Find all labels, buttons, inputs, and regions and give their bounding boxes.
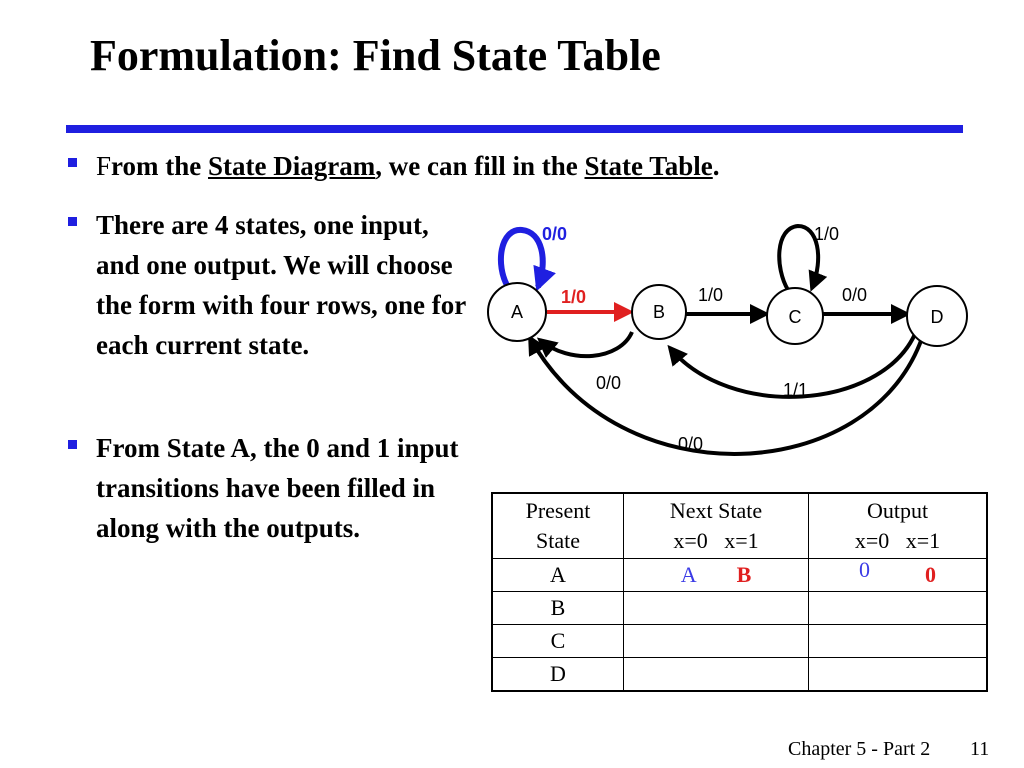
bullet-square-icon xyxy=(68,440,77,449)
label-b-to-a: 0/0 xyxy=(596,373,621,393)
label-c-self: 1/0 xyxy=(814,224,839,244)
state-c: C xyxy=(766,287,824,345)
state-d-label: D xyxy=(931,307,944,327)
edge-a-self xyxy=(497,227,556,292)
state-diagram-term: State Diagram xyxy=(208,151,376,181)
label-a-to-b: 1/0 xyxy=(561,287,586,307)
label-d-to-b: 1/1 xyxy=(783,380,808,400)
row-d-next xyxy=(623,657,809,692)
bullet-1-mid: , we can fill in the xyxy=(375,151,585,181)
label-a-self: 0/0 xyxy=(542,224,567,244)
label-c-to-d: 0/0 xyxy=(842,285,867,305)
bullet-1-pre: rom the xyxy=(111,151,209,181)
header-next-state: Next State x=0 x=1 xyxy=(623,492,809,559)
footer-chapter: Chapter 5 - Part 2 xyxy=(788,738,931,760)
state-a-label: A xyxy=(511,302,523,322)
bullet-1-first-letter: F xyxy=(96,151,112,181)
footer-page-number: 11 xyxy=(970,738,990,760)
bullet-1-end: . xyxy=(712,151,720,181)
state-d: D xyxy=(906,285,968,347)
state-table: Present State Next State x=0 x=1 Output … xyxy=(491,492,988,692)
state-b: B xyxy=(631,284,687,340)
edge-c-self xyxy=(777,223,828,292)
state-diagram: A B C D 0/0 1/0 1/0 1/0 0/0 0/0 1/1 0/0 xyxy=(487,223,968,456)
state-table-term: State Table xyxy=(584,151,713,181)
header-output: Output x=0 x=1 xyxy=(808,492,988,559)
row-c-next xyxy=(623,624,809,658)
table-row: D xyxy=(491,657,988,692)
state-a: A xyxy=(487,282,547,342)
bullet-square-icon xyxy=(68,158,77,167)
table-row: B xyxy=(491,591,988,625)
row-d-state: D xyxy=(491,657,624,692)
edge-b-to-a xyxy=(536,331,634,359)
label-d-to-a: 0/0 xyxy=(678,434,703,454)
row-b-output xyxy=(808,591,988,625)
table-header-row: Present State Next State x=0 x=1 Output … xyxy=(491,492,988,559)
row-b-next xyxy=(623,591,809,625)
header-present-state: Present State xyxy=(491,492,624,559)
row-d-output xyxy=(808,657,988,692)
table-row: C xyxy=(491,624,988,658)
edge-d-to-b xyxy=(667,333,917,399)
bullet-3-text: From State A, the 0 and 1 input transiti… xyxy=(96,433,459,543)
title-divider xyxy=(66,125,963,133)
bullet-2-text: There are 4 states, one input, and one o… xyxy=(96,210,466,360)
state-c-label: C xyxy=(789,307,802,327)
row-b-state: B xyxy=(491,591,624,625)
row-c-output xyxy=(808,624,988,658)
slide-title: Formulation: Find State Table xyxy=(90,31,661,80)
bullet-1: From the State Diagram, we can fill in t… xyxy=(68,146,956,186)
bullet-square-icon xyxy=(68,217,77,226)
edge-d-to-a xyxy=(528,334,924,456)
bullet-2: There are 4 states, one input, and one o… xyxy=(68,205,466,365)
row-c-state: C xyxy=(491,624,624,658)
row-a-state: A xyxy=(491,558,624,592)
state-b-label: B xyxy=(653,302,665,322)
label-b-to-c: 1/0 xyxy=(698,285,723,305)
bullet-3: From State A, the 0 and 1 input transiti… xyxy=(68,428,466,548)
